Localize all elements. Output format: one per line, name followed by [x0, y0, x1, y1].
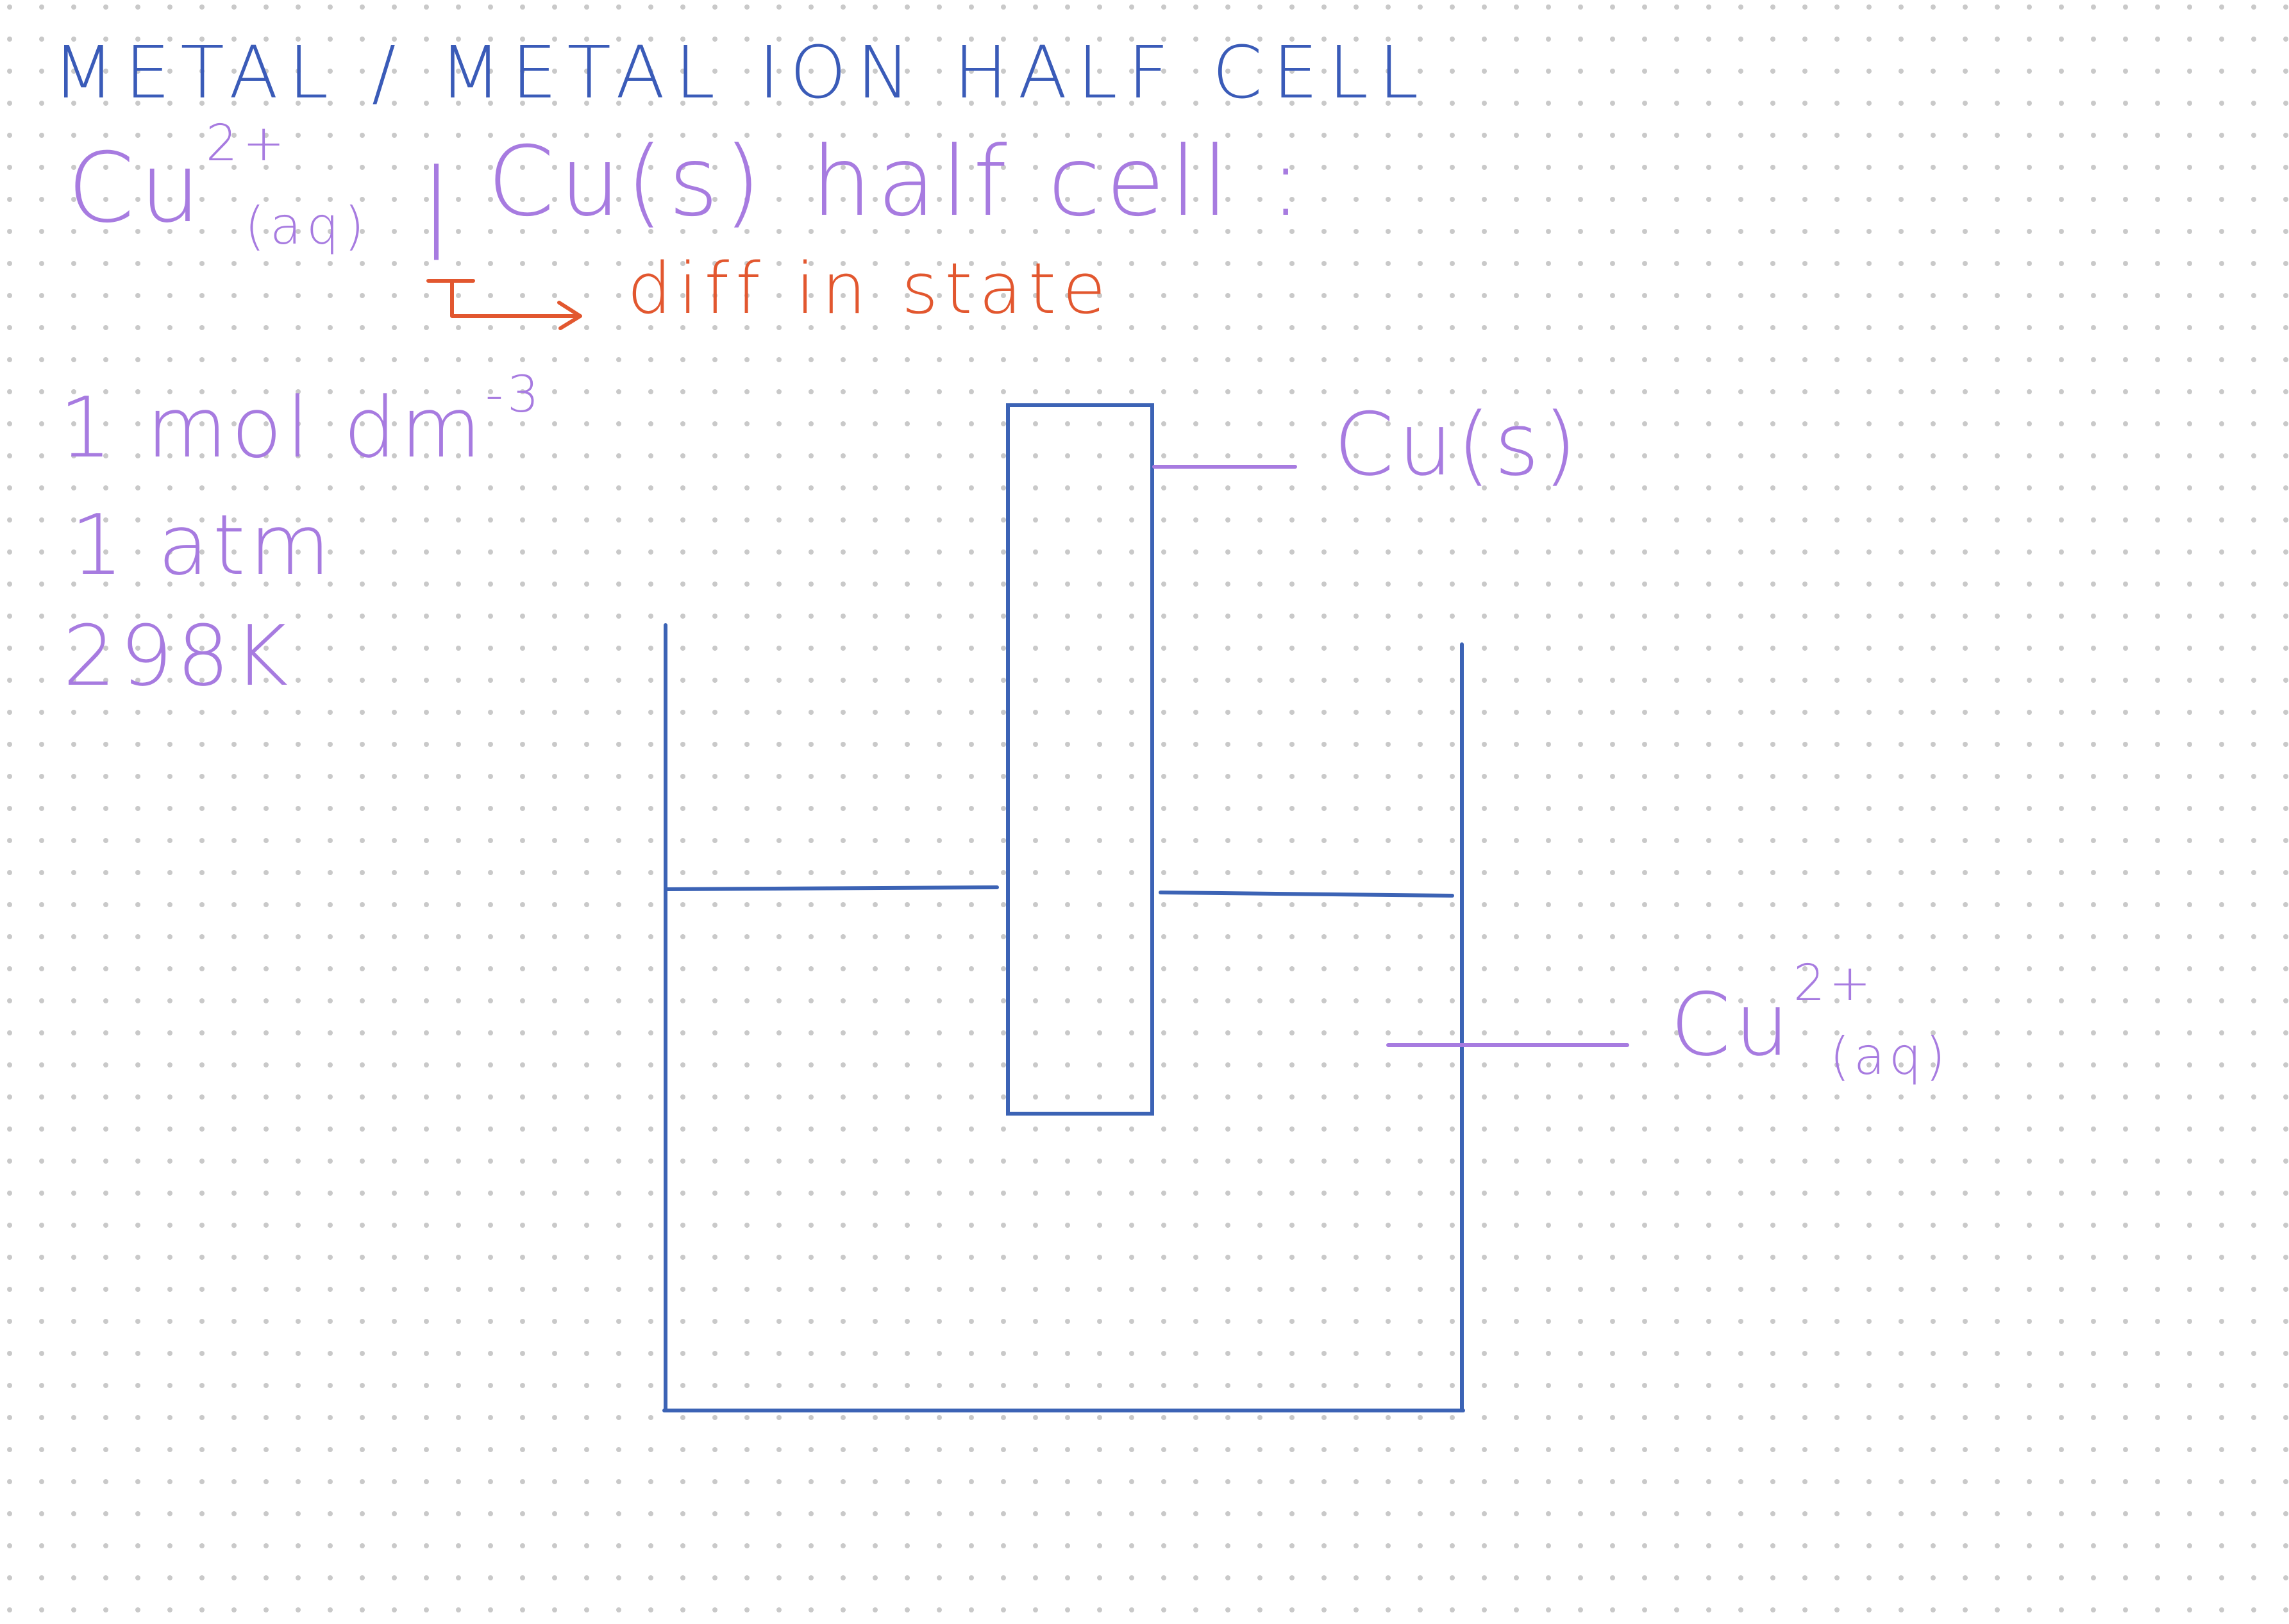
notation-ion-charge: 2+ — [206, 115, 290, 172]
electrode-label-state: (s) — [1457, 394, 1581, 495]
page-title: METAL / METAL ION HALF CELL — [53, 31, 1429, 115]
condition-concentration: 1 mol dm — [59, 379, 485, 476]
condition-temperature: 298K — [63, 607, 292, 705]
standard-conditions: 1 mol dm-3 1 atm 298K — [59, 366, 543, 705]
cell-notation: Cu2+(aq) | Cu(s) half cell : — [67, 115, 1307, 260]
notation-ion-state: (aq) — [245, 196, 369, 256]
beaker — [662, 623, 1465, 1412]
condition-concentration-exponent: -3 — [485, 366, 543, 424]
phase-note: diff in state — [426, 247, 1112, 330]
solution-label-charge: 2+ — [1793, 955, 1875, 1012]
svg-text:Cu(s): Cu(s) — [487, 126, 766, 238]
solution-surface — [665, 885, 1454, 898]
notation-metal: Cu — [487, 126, 626, 238]
electrode-label-symbol: Cu — [1334, 394, 1457, 495]
svg-text:1 mol dm-3: 1 mol dm-3 — [59, 366, 543, 476]
notation-separator: | — [420, 149, 458, 260]
solution-level-left — [665, 885, 999, 891]
phase-note-text: diff in state — [627, 247, 1112, 330]
condition-pressure: 1 atm — [71, 496, 334, 594]
notation-suffix: half cell : — [811, 126, 1307, 238]
electrode-label: Cu(s) — [1334, 394, 1581, 495]
notation-ion: Cu — [67, 133, 206, 244]
solution-level-right — [1159, 891, 1454, 898]
solution-label-symbol: Cu — [1670, 975, 1793, 1075]
solution-label-state: (aq) — [1830, 1026, 1949, 1086]
solution-label: Cu2+ (aq) — [1670, 955, 1949, 1086]
svg-text:Cu2+(aq): Cu2+ (aq) — [67, 115, 369, 256]
copper-electrode — [1006, 403, 1154, 1116]
notation-metal-state: (s) — [626, 126, 766, 238]
hooked-arrow-icon — [426, 279, 582, 330]
label-leaders — [1152, 465, 1629, 1047]
